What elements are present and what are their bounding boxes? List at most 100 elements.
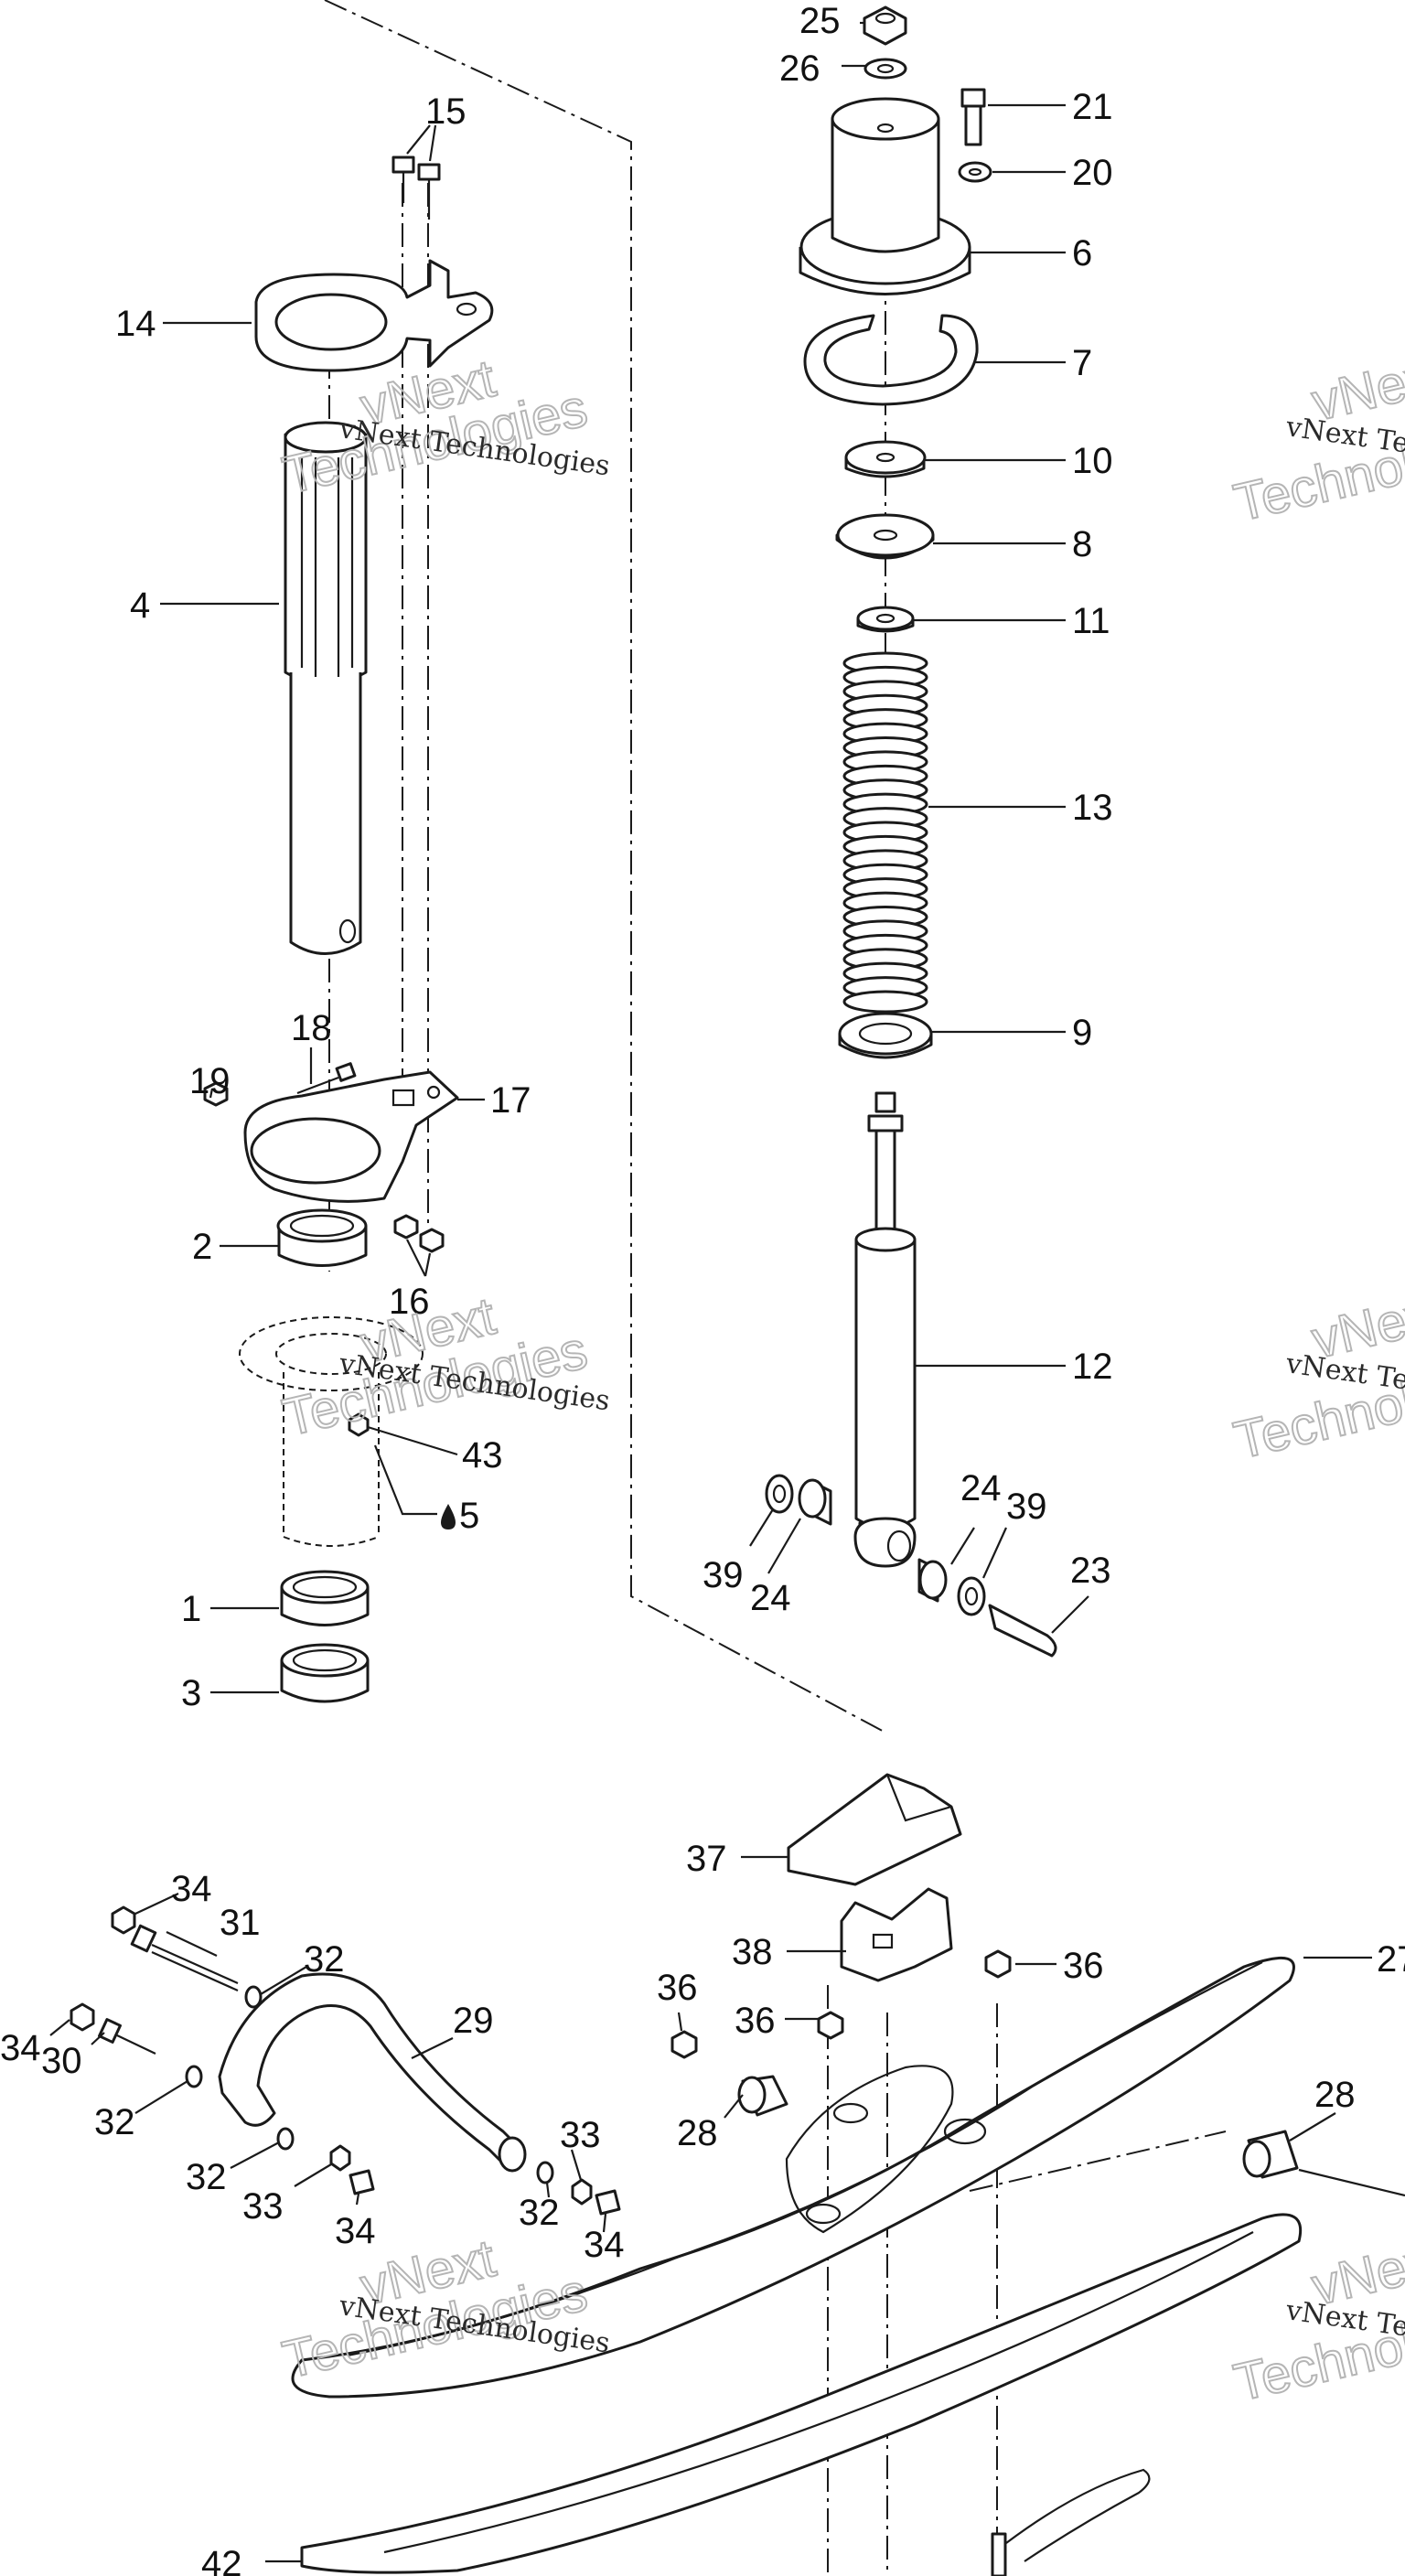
label-32-a: 32 (304, 1939, 345, 1980)
label-1: 1 (181, 1589, 201, 1629)
label-42: 42 (201, 2544, 242, 2576)
label-32-b: 32 (94, 2102, 135, 2142)
label-34-c: 34 (335, 2211, 376, 2251)
label-7: 7 (1072, 343, 1092, 383)
label-34-b: 34 (0, 2028, 41, 2068)
part-36-nuts (670, 1949, 1012, 2059)
part-6-spring-cap (799, 97, 971, 295)
part-3-bushing (280, 1643, 370, 1703)
part-14-clamp-ring (254, 259, 494, 372)
label-26: 26 (779, 48, 820, 89)
label-34-d: 34 (584, 2225, 625, 2265)
part-28-bushing-right (1242, 2130, 1405, 2197)
part-28-bushing-left (737, 2075, 788, 2117)
label-19: 19 (189, 1061, 231, 1101)
part-31-bolt (130, 1924, 239, 1992)
label-36-a: 36 (657, 1968, 698, 2008)
label-34-a: 34 (171, 1869, 212, 1909)
label-31: 31 (220, 1903, 261, 1943)
label-29: 29 (453, 2001, 494, 2041)
label-6: 6 (1072, 233, 1092, 274)
label-37: 37 (686, 1839, 727, 1879)
label-38: 38 (732, 1932, 773, 1972)
label-32-d: 32 (519, 2193, 560, 2233)
part-32-washers (185, 1985, 554, 2184)
part-1-bushing (280, 1570, 370, 1626)
part-17-lower-clamp (243, 1070, 459, 1203)
part-20-washer (958, 161, 992, 183)
label-16: 16 (389, 1282, 430, 1322)
part-33-nuts (329, 2144, 593, 2206)
part-10-washer (844, 440, 927, 478)
label-20: 20 (1072, 153, 1113, 193)
label-25: 25 (799, 1, 841, 41)
label-9: 9 (1072, 1013, 1092, 1053)
watermark-4: vNext Technologies vNext Technologies (1228, 343, 1405, 534)
label-39-left: 39 (702, 1555, 744, 1595)
label-24-left: 24 (750, 1578, 791, 1618)
label-27: 27 (1377, 1939, 1405, 1980)
oil-drop-icon (441, 1504, 456, 1530)
part-4-steering-column (284, 421, 368, 955)
label-11: 11 (1072, 601, 1110, 641)
label-2: 2 (192, 1227, 212, 1267)
label-24-right: 24 (960, 1468, 1002, 1508)
leader-lines (49, 21, 1372, 2563)
label-36-c: 36 (1063, 1946, 1104, 1986)
label-5: 5 (459, 1496, 479, 1536)
label-32-c: 32 (186, 2157, 227, 2197)
part-29-handle (218, 1972, 527, 2173)
label-28-left: 28 (677, 2113, 718, 2153)
label-28-right: 28 (1314, 2075, 1356, 2115)
part-8-spring-seat (835, 513, 935, 560)
part-37-ski-pad (787, 1773, 962, 1886)
label-30: 30 (41, 2041, 82, 2081)
watermark-2: vNext Technologies vNext Technologies (276, 1285, 612, 1449)
part-30-bolt (98, 2018, 156, 2055)
label-10: 10 (1072, 441, 1113, 481)
part-9-spring-seat (838, 1012, 933, 1059)
label-12: 12 (1072, 1347, 1113, 1387)
ski-stud (991, 2532, 1007, 2576)
part-16-nuts (393, 1214, 445, 1253)
part-24-bushing-right (917, 1558, 948, 1603)
label-4: 4 (130, 585, 150, 626)
label-39-right: 39 (1006, 1487, 1047, 1527)
label-17: 17 (490, 1080, 531, 1121)
label-13: 13 (1072, 788, 1113, 828)
part-21-bolt (960, 88, 986, 146)
label-14: 14 (115, 304, 156, 344)
part-38-bracket (840, 1887, 953, 1982)
part-39-washer-right (957, 1576, 986, 1616)
part-11-washer (856, 606, 915, 633)
part-25-nut (863, 5, 907, 46)
label-33-b: 33 (560, 2115, 601, 2155)
part-43-grease-fitting (348, 1412, 370, 1437)
label-36-b: 36 (735, 2001, 776, 2041)
part-39-washer-left (765, 1474, 794, 1514)
part-19-nut (203, 1081, 229, 1107)
part-7-retaining-ring (803, 314, 979, 406)
part-13-coil-spring (842, 651, 928, 1014)
part-18-bolt (296, 1062, 357, 1095)
part-34-cap-nuts (70, 1905, 621, 2216)
part-24-bushing-left (798, 1478, 832, 1526)
label-18: 18 (291, 1008, 332, 1048)
label-8: 8 (1072, 524, 1092, 564)
watermark-5: vNext Technologies vNext Technologies (1228, 1281, 1405, 1472)
part-15-bolts (391, 156, 441, 220)
label-43: 43 (462, 1435, 503, 1476)
label-3: 3 (181, 1673, 201, 1713)
part-2-bushing (276, 1208, 368, 1267)
label-21: 21 (1072, 87, 1113, 127)
part-23-pin (988, 1604, 1057, 1658)
label-15: 15 (425, 91, 467, 132)
part-27-ski (291, 1956, 1295, 2399)
part-12-shock-absorber (853, 1091, 917, 1568)
spring-coil (842, 990, 928, 1014)
label-23: 23 (1070, 1551, 1111, 1591)
part-26-washer (863, 58, 907, 80)
part-42-ski-runner (300, 2213, 1302, 2574)
